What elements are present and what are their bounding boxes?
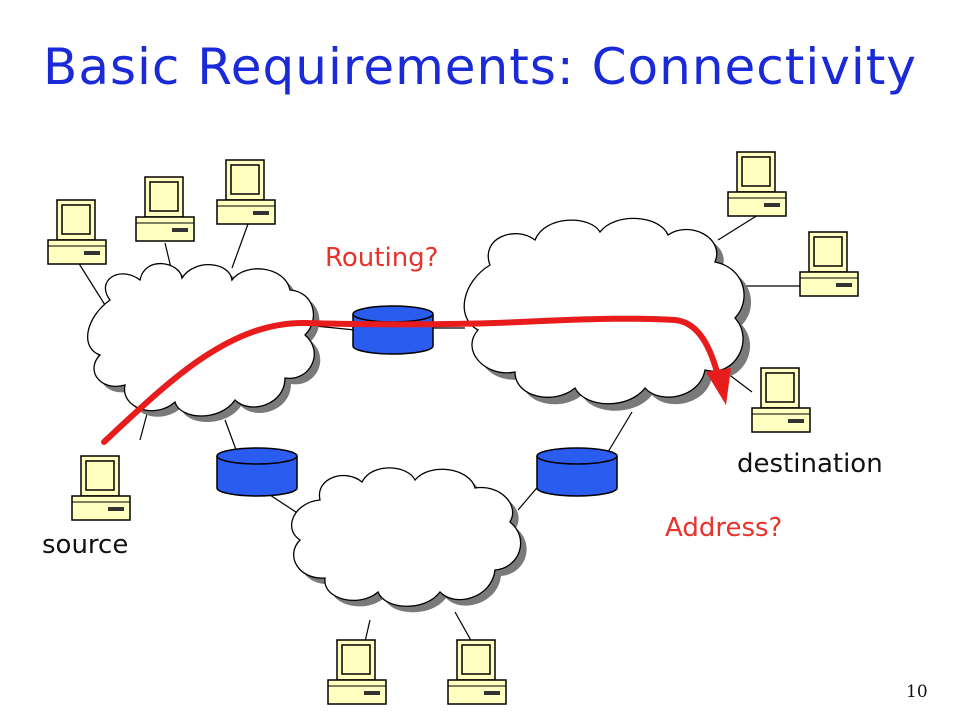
computer-icon <box>47 199 107 265</box>
network-cloud-left <box>87 262 321 422</box>
page-number: 10 <box>906 682 928 702</box>
source-label: source <box>42 530 129 560</box>
computer-icon <box>71 455 131 521</box>
network-cloud-bottom <box>290 467 527 613</box>
destination-label: destination <box>737 449 883 479</box>
router-icon <box>216 447 298 497</box>
computer-icon <box>727 151 787 217</box>
route-path-arrow <box>101 315 731 445</box>
address-label: Address? <box>665 513 783 543</box>
computer-icon <box>327 639 387 705</box>
network-cloud-right <box>463 217 752 411</box>
router-icon <box>352 305 434 355</box>
routing-label: Routing? <box>325 243 439 273</box>
computer-icon <box>799 231 859 297</box>
computer-icon <box>447 639 507 705</box>
computer-icon <box>216 159 276 225</box>
router-icon <box>536 447 618 497</box>
computer-icon <box>135 176 195 242</box>
computer-icon <box>751 367 811 433</box>
slide-title: Basic Requirements: Connectivity <box>43 38 917 96</box>
